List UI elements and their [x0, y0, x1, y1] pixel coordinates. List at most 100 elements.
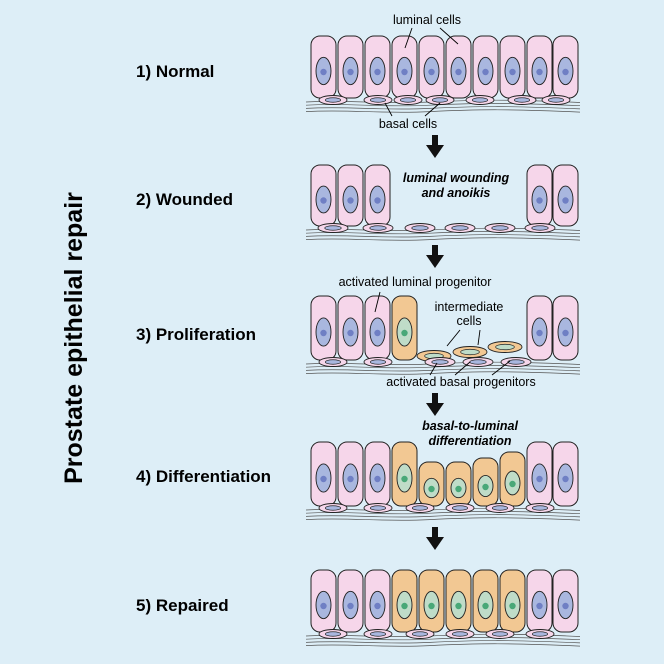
nucleus — [431, 97, 449, 103]
activated-basal-cell — [452, 346, 488, 358]
nucleolus — [428, 485, 435, 493]
luminal-cells-label: luminal cells — [393, 13, 461, 27]
nucleus — [451, 505, 469, 511]
basal-cell — [404, 223, 436, 233]
progenitor-cell — [499, 451, 526, 507]
basal-cell — [445, 503, 475, 513]
annotation-leader-lines — [374, 27, 511, 376]
membrane-line — [305, 231, 581, 235]
luminal-cell — [552, 35, 579, 99]
nucleolus — [320, 68, 327, 76]
intermediate-cells-label-line2: cells — [456, 314, 481, 328]
luminal-cell — [310, 295, 337, 361]
membrane-line — [305, 517, 581, 521]
luminal-cell — [526, 295, 553, 361]
nucleus — [495, 343, 515, 351]
nucleus — [531, 225, 549, 231]
progenitor-cell — [391, 441, 418, 507]
activated-basal-cell — [487, 341, 523, 353]
nucleolus — [347, 197, 354, 204]
nucleolus — [374, 475, 381, 483]
nucleus — [451, 225, 469, 231]
luminal-cell — [552, 164, 579, 227]
luminal-cell — [552, 441, 579, 507]
nucleus — [324, 359, 342, 365]
luminal-cell — [310, 441, 337, 507]
step-label-repaired: 5) Repaired — [136, 596, 229, 615]
basal-cell — [525, 629, 555, 639]
nucleolus — [347, 68, 354, 76]
nucleolus — [347, 602, 354, 610]
arrow-down-icon — [426, 393, 444, 416]
nucleolus — [509, 602, 516, 610]
nucleolus — [509, 68, 516, 76]
basal-cell — [318, 503, 348, 513]
nucleus — [471, 97, 489, 103]
basal-cell — [541, 95, 571, 105]
activated-luminal-progenitor-label: activated luminal progenitor — [339, 275, 492, 289]
membrane-line — [305, 371, 581, 375]
basal-cell — [500, 357, 532, 367]
step-label-proliferation: 3) Proliferation — [136, 325, 256, 344]
luminal-cell — [526, 569, 553, 633]
nucleus — [324, 97, 342, 103]
nucleolus — [455, 485, 462, 493]
nucleus — [369, 631, 387, 637]
luminal-cell — [337, 569, 364, 633]
basal-cell — [363, 629, 393, 639]
diagram-title: Prostate epithelial repair — [60, 192, 88, 484]
luminal-cell — [391, 35, 418, 99]
membrane-line — [305, 109, 581, 113]
cell-layer — [305, 35, 581, 647]
nucleolus — [455, 68, 462, 76]
nucleus — [469, 359, 487, 365]
leader-line — [374, 291, 381, 313]
luminal-cell — [526, 164, 553, 227]
basal-cell — [444, 223, 476, 233]
basal-cell — [318, 629, 348, 639]
nucleus — [491, 505, 509, 511]
luminal-cell — [364, 164, 391, 227]
nucleus — [369, 505, 387, 511]
nucleolus — [320, 197, 327, 204]
nucleus — [547, 97, 565, 103]
nucleus — [431, 359, 449, 365]
intermediate-cells-label-line1: intermediate — [435, 300, 504, 314]
leader-line — [424, 102, 441, 117]
basal-cell — [424, 357, 456, 367]
nucleus — [513, 97, 531, 103]
leader-line — [384, 102, 393, 117]
luminal-cell — [526, 441, 553, 507]
nucleolus — [536, 475, 543, 483]
nucleus — [324, 225, 342, 231]
luminal-cell — [526, 35, 553, 99]
basal-cell — [405, 629, 435, 639]
nucleus — [324, 631, 342, 637]
membrane-line — [305, 237, 581, 241]
nucleolus — [401, 68, 408, 76]
basal-cell — [317, 223, 349, 233]
wounding-label-line2: and anoikis — [422, 186, 491, 200]
progenitor-cell — [418, 569, 445, 633]
luminal-cell — [364, 569, 391, 633]
luminal-cell — [310, 164, 337, 227]
progenitor-cell — [472, 457, 499, 507]
nucleolus — [536, 329, 543, 337]
nucleolus — [562, 475, 569, 483]
basal-cell — [484, 223, 516, 233]
basal-cell — [524, 223, 556, 233]
differentiation-label-line1: basal-to-luminal — [422, 419, 518, 433]
basal-cell — [405, 503, 435, 513]
progenitor-cell — [445, 569, 472, 633]
membrane-line — [305, 511, 581, 515]
arrow-down-icon — [426, 527, 444, 550]
nucleolus — [401, 475, 408, 483]
nucleus — [324, 505, 342, 511]
luminal-cell — [472, 35, 499, 99]
nucleolus — [562, 329, 569, 337]
luminal-cell — [418, 35, 445, 99]
nucleolus — [374, 197, 381, 204]
nucleus — [369, 225, 387, 231]
basal-cells-label: basal cells — [379, 117, 437, 131]
